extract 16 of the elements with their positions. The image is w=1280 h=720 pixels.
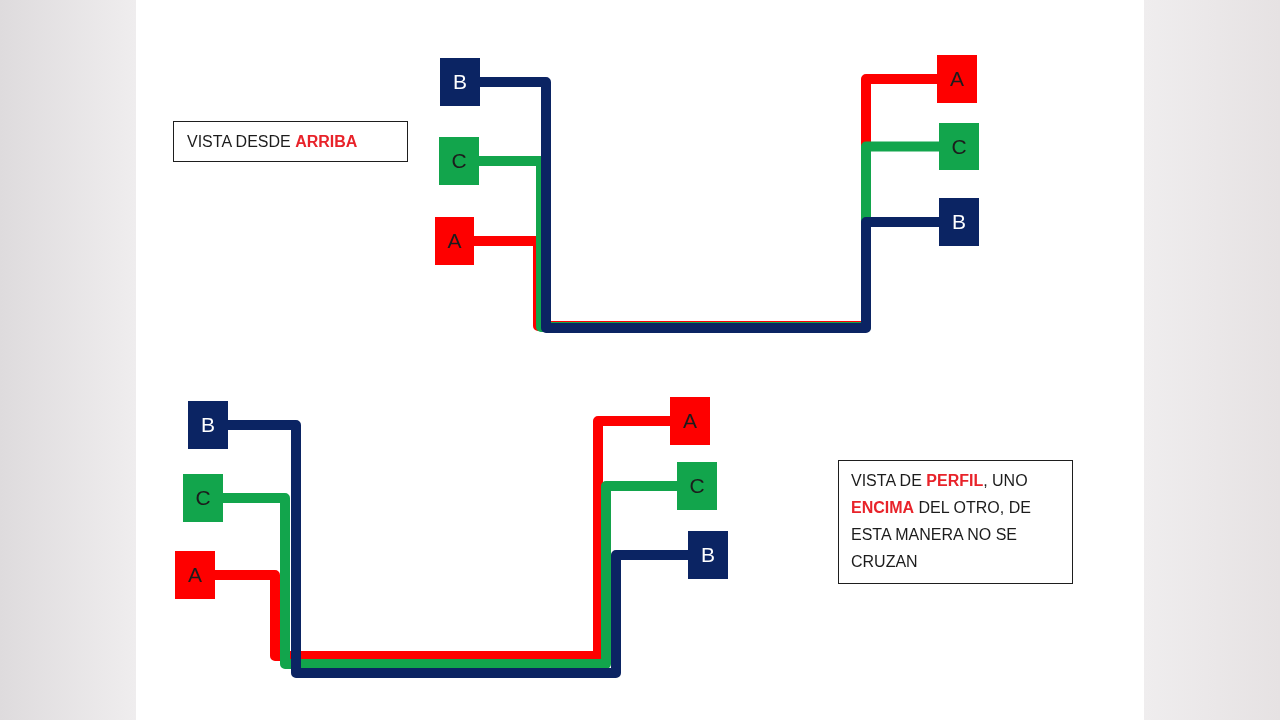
wire-tag: A (670, 397, 710, 445)
wire-tag: A (175, 551, 215, 599)
wire-tag: C (677, 462, 717, 510)
wire-tag: B (440, 58, 480, 106)
note-box: VISTA DE PERFIL, UNO ENCIMA DEL OTRO, DE ESTA MANERA NO SE CRUZAN (838, 460, 1073, 584)
wire (223, 481, 677, 669)
wire (479, 141, 939, 332)
wire-tag: C (939, 123, 979, 170)
wire-tag: B (939, 198, 979, 246)
wire-tag: A (435, 217, 474, 265)
wire-tag: A (937, 55, 977, 103)
wire-tag: C (439, 137, 479, 185)
wire-tag: B (188, 401, 228, 449)
wire-tag: B (688, 531, 728, 579)
wire-tag: C (183, 474, 223, 522)
note-box: VISTA DESDE ARRIBA (173, 121, 408, 162)
